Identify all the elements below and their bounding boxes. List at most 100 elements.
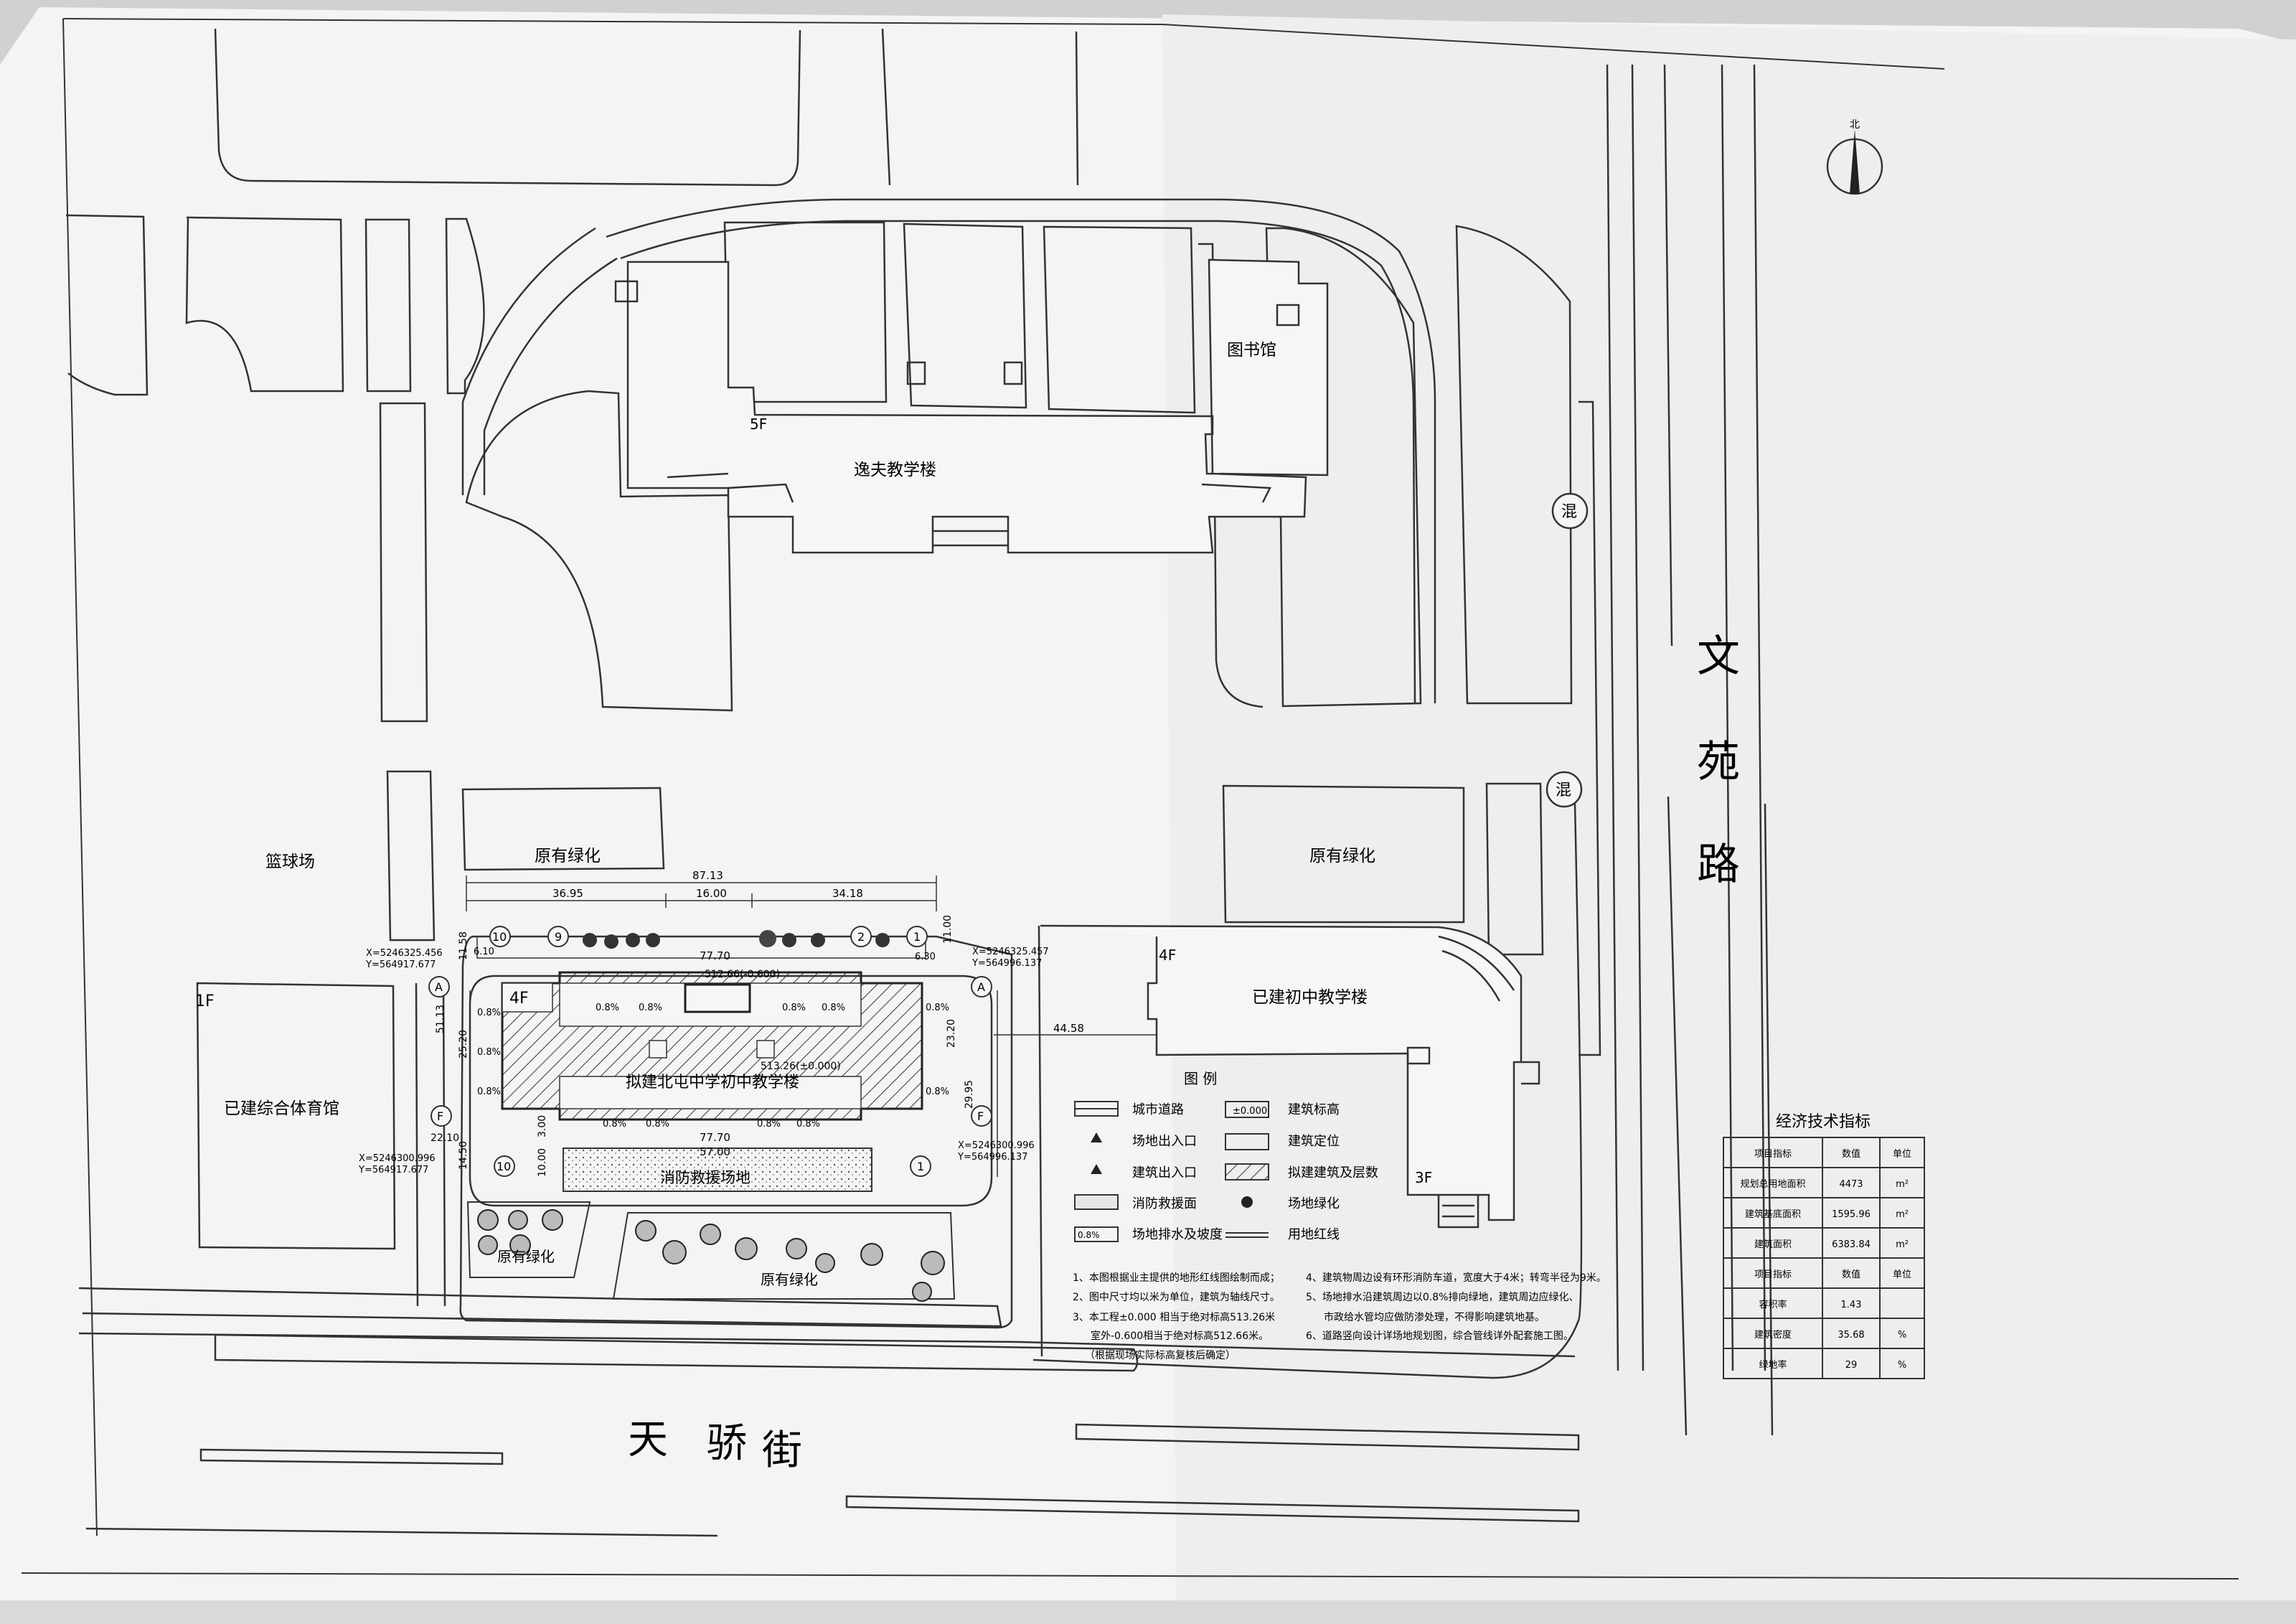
gym-floors: 1F [195, 992, 215, 1010]
econ-table-cell: m² [1896, 1179, 1909, 1190]
green-area-label-2: 原有绿化 [1309, 847, 1375, 865]
legend-slope-symbol: 0.8% [1078, 1230, 1100, 1240]
econ-table-cell: 单位 [1893, 1149, 1911, 1160]
axis-1-bottom: 1 [917, 1160, 924, 1173]
note-3: 3、本工程±0.000 相当于绝对标高513.26米 [1073, 1311, 1275, 1323]
ring-road [461, 198, 1436, 704]
econ-table-cell: 容积率 [1759, 1299, 1787, 1310]
dim-building-len: 77.70 [700, 949, 730, 962]
axis-a-left: A [435, 980, 443, 994]
existing-junior-label: 已建初中教学楼 [1252, 988, 1368, 1007]
slope-label: 0.8% [926, 1086, 949, 1097]
dim-side-1: 22.10 [430, 1132, 459, 1144]
axis-2: 2 [857, 930, 865, 944]
legend-building-position: 建筑定位 [1288, 1134, 1340, 1149]
legend-proposed-building: 拟建建筑及层数 [1288, 1165, 1378, 1181]
library-label: 图书馆 [1227, 341, 1276, 360]
legend-building-entrance: 建筑出入口 [1132, 1165, 1197, 1181]
design-notes: 1、本图根据业主提供的地形红线图绘制而成； 2、图中尺寸均以米为单位，建筑为轴线… [1073, 1272, 1606, 1361]
fire-rescue-area [563, 1147, 872, 1192]
north-label: 北 [1850, 119, 1860, 131]
green-area-label-1: 原有绿化 [535, 847, 601, 865]
econ-table-cell: 单位 [1893, 1269, 1911, 1280]
dim-gap-1: 3.00 [537, 1115, 548, 1137]
legend-site-green: 场地绿化 [1288, 1196, 1340, 1211]
econ-table-cell: m² [1896, 1239, 1909, 1250]
coord-ne-x: X=5246325.457 [972, 947, 1049, 957]
coord-nw-x: X=5246325.456 [366, 948, 443, 959]
city-blocks [65, 28, 1774, 1537]
slope-label: 0.8% [926, 1003, 949, 1013]
econ-table-cell: 29 [1845, 1360, 1858, 1371]
dim-gap-2: 10.00 [537, 1148, 548, 1177]
existing-junior-floors-b: 3F [1415, 1169, 1432, 1186]
note-5: 5、场地排水沿建筑周边以0.8%排向绿地，建筑周边应绿化、 [1306, 1291, 1578, 1303]
yifu-label: 逸夫教学楼 [854, 461, 936, 479]
axis-10-top: 10 [492, 930, 507, 944]
dim-total-width: 87.13 [692, 869, 723, 882]
wenyuan-road-char-2: 苑 [1697, 737, 1740, 787]
axis-f-right: F [977, 1109, 984, 1123]
econ-table-cell: 规划总用地面积 [1740, 1179, 1805, 1190]
drawing-frame [21, 18, 2239, 1580]
econ-table-cell: 项目指标 [1754, 1269, 1792, 1280]
paper-sheet [0, 7, 2296, 1624]
legend: 图 例 ±0.000 0.8% 城市道路 建筑标高 场地出入口 建筑定位 建筑出… [1074, 1070, 1378, 1242]
proposed-building-label: 拟建北屯中学初中教学楼 [626, 1074, 799, 1092]
legend-building-elev: 建筑标高 [1288, 1102, 1340, 1117]
existing-junior-floors-a: 4F [1159, 947, 1176, 964]
econ-table-cell: 项目指标 [1754, 1149, 1792, 1160]
legend-drainage: 场地排水及坡度 [1132, 1227, 1223, 1242]
dim-setback-1: 11.58 [458, 931, 469, 960]
slope-labels: 0.8% 0.8% 0.8% 0.8% 0.8% 0.8% 0.8% 0.8% … [477, 1003, 949, 1130]
dim-setback-3: 11.00 [942, 915, 954, 944]
coord-se-x: X=5246300.996 [958, 1140, 1035, 1151]
econ-table-cell: 数值 [1842, 1148, 1860, 1160]
green-area-label-4: 原有绿化 [761, 1271, 818, 1288]
slope-label: 0.8% [822, 1003, 845, 1013]
legend-city-road: 城市道路 [1132, 1102, 1184, 1117]
axis-10-bottom: 10 [497, 1160, 511, 1173]
econ-table-cell: 绿地率 [1759, 1359, 1787, 1371]
dim-side-2: 14.50 [458, 1141, 469, 1170]
wenyuan-road-char-3: 路 [1697, 840, 1740, 890]
coord-ne-y: Y=564996.137 [971, 958, 1042, 969]
dimension-lines [466, 876, 998, 1177]
yifu-teaching-building [614, 258, 1329, 554]
hun-marker-top-label: 混 [1561, 503, 1577, 521]
axis-markers [428, 926, 992, 1177]
fire-rescue-label: 消防救援场地 [660, 1169, 751, 1186]
slope-label: 0.8% [477, 1008, 501, 1018]
econ-table-cell: 建筑面积 [1754, 1239, 1792, 1250]
econ-table-cell: 6383.84 [1832, 1239, 1871, 1250]
note-5b: 市政给水管均应做防渗处理，不得影响建筑地基。 [1324, 1311, 1545, 1323]
dim-fire-len: 57.00 [700, 1145, 730, 1158]
elev-floor: 513.26(±0.000) [761, 1061, 841, 1072]
note-3b: 室外-0.600相当于绝对标高512.66米。 [1091, 1330, 1269, 1342]
slope-label: 0.8% [477, 1047, 501, 1058]
tianjiao-street-char-3: 街 [762, 1427, 802, 1474]
legend-title: 图 例 [1184, 1070, 1217, 1087]
econ-table-cell: 1.43 [1841, 1300, 1862, 1310]
tianjiao-street-char-2: 骄 [707, 1420, 747, 1467]
legend-fire-rescue: 消防救援面 [1132, 1196, 1197, 1211]
green-belt-north [476, 930, 926, 959]
econ-table-cell: 建筑密度 [1754, 1329, 1792, 1341]
dim-dist-east: 44.58 [1053, 1022, 1084, 1035]
note-2: 2、图中尺寸均以米为单位，建筑为轴线尺寸。 [1073, 1292, 1280, 1303]
yifu-floors: 5F [750, 416, 767, 433]
econ-table-cell: % [1898, 1330, 1906, 1341]
slope-label: 0.8% [782, 1003, 806, 1013]
dim-depth-1: 51.13 [435, 1005, 446, 1033]
slope-label: 0.8% [796, 1119, 820, 1130]
hun-marker-bottom-label: 混 [1556, 782, 1571, 799]
dim-building-len-2: 77.70 [700, 1131, 730, 1144]
proposed-building [501, 971, 923, 1121]
econ-table-cell: % [1898, 1360, 1906, 1371]
note-4: 4、建筑物周边设有环形消防车道，宽度大于4米；转弯半径为9米。 [1306, 1272, 1606, 1284]
econ-table-cell: 数值 [1842, 1269, 1860, 1280]
legend-elev-symbol: ±0.000 [1233, 1106, 1267, 1117]
econ-table-cell: 建筑基底面积 [1745, 1208, 1801, 1220]
basketball-court-label: 篮球场 [265, 853, 315, 871]
